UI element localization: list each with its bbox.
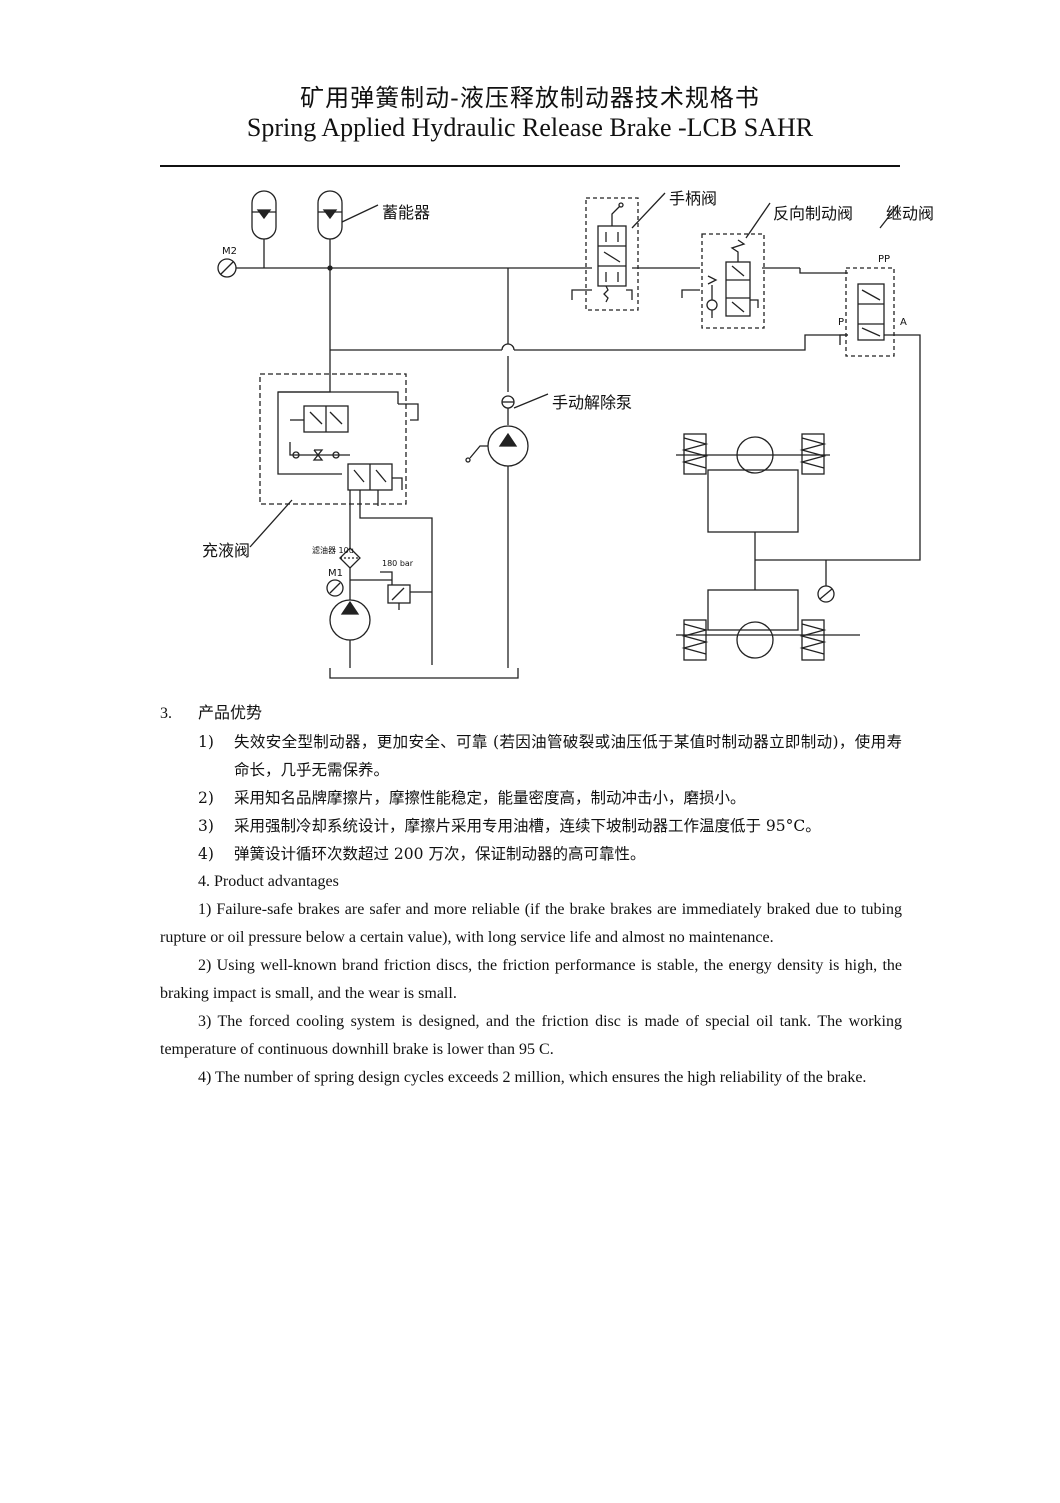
filter-label: 滤油器 10u xyxy=(312,545,354,555)
section-number: 3. xyxy=(160,705,172,722)
gauge-m1 xyxy=(326,579,344,597)
handle-valve xyxy=(571,197,639,311)
return-line xyxy=(329,268,848,392)
section-heading-en: 4. Product advantages xyxy=(198,873,339,890)
item-text: 采用知名品牌摩擦片，摩擦性能稳定，能量密度高，制动冲击小，磨损小。 xyxy=(234,789,746,807)
item-text: 弹簧设计循环次数超过 200 万次，保证制动器的高可靠性。 xyxy=(234,845,646,863)
relief-pressure-label: 180 bar xyxy=(382,559,414,568)
item-number: 1) xyxy=(198,733,214,751)
reverse-brake-valve-label: 反向制动阀 xyxy=(773,204,853,223)
filter xyxy=(339,547,361,600)
item-number: 3) xyxy=(198,817,214,835)
list-item: 4) 弹簧设计循环次数超过 200 万次，保证制动器的高可靠性。 xyxy=(160,840,902,868)
tank xyxy=(329,668,519,679)
paragraph: 3) The forced cooling system is designed… xyxy=(160,1013,902,1058)
paragraph: 1) Failure-safe brakes are safer and mor… xyxy=(160,901,902,946)
manual-release-pump xyxy=(465,395,529,668)
content-section: 3. 产品优势 1) 失效安全型制动器，更加安全、可靠 (若因油管破裂或油压低于… xyxy=(160,700,902,1092)
reverse-brake-valve xyxy=(681,233,765,329)
port-a-label: A xyxy=(900,317,907,328)
accumulator-2 xyxy=(317,190,343,271)
item-text: 采用强制冷却系统设计，摩擦片采用专用油槽，连续下坡制动器工作温度低于 95°C。 xyxy=(234,817,821,835)
main-pressure-line xyxy=(236,267,848,274)
gauge-m1-label: M1 xyxy=(328,568,343,579)
section-title: 产品优势 xyxy=(198,705,263,722)
accumulator-label: 蓄能器 xyxy=(382,203,430,222)
list-item: 2) 采用知名品牌摩擦片，摩擦性能稳定，能量密度高，制动冲击小，磨损小。 xyxy=(160,784,902,812)
paragraph: 4) The number of spring design cycles ex… xyxy=(198,1069,867,1086)
relay-valve-leader xyxy=(879,204,899,229)
port-pp-label: PP xyxy=(878,254,890,265)
gauge-m2 xyxy=(217,258,237,278)
item-number: 2) xyxy=(198,789,214,807)
gauge-m2-label: M2 xyxy=(222,246,237,257)
relay-valve-label: 继动阀 xyxy=(886,204,934,223)
page-title-en: Spring Applied Hydraulic Release Brake -… xyxy=(246,113,814,142)
supply-line xyxy=(349,490,433,665)
charging-valve-label: 充液阀 xyxy=(202,541,250,560)
reverse-valve-leader xyxy=(745,202,771,239)
relief-valve xyxy=(350,571,432,610)
list-item: 3) 采用强制冷却系统设计，摩擦片采用专用油槽，连续下坡制动器工作温度低于 95… xyxy=(160,812,902,840)
page-title-cn: 矿用弹簧制动-液压释放制动器技术规格书 xyxy=(300,84,760,112)
item-number: 4) xyxy=(198,845,214,863)
section-heading-cn: 3. 产品优势 xyxy=(160,700,902,728)
manual-release-pump-label: 手动解除泵 xyxy=(552,393,632,412)
vehicle-chassis xyxy=(676,433,888,661)
charging-valve-leader xyxy=(249,499,293,548)
handle-valve-label: 手柄阀 xyxy=(669,189,717,208)
accumulator-1 xyxy=(251,190,277,268)
handle-valve-leader xyxy=(631,192,666,229)
pump-leader xyxy=(513,393,549,409)
paragraph: 2) Using well-known brand friction discs… xyxy=(160,957,902,1002)
title-divider xyxy=(160,165,900,167)
item-text: 失效安全型制动器，更加安全、可靠 (若因油管破裂或油压低于某值时制动器立即制动)… xyxy=(234,733,902,779)
accumulator-leader xyxy=(341,204,379,223)
list-item: 1) 失效安全型制动器，更加安全、可靠 (若因油管破裂或油压低于某值时制动器立即… xyxy=(160,728,902,784)
main-pump xyxy=(329,599,371,668)
charging-valve xyxy=(259,372,419,506)
port-p-label: P xyxy=(838,317,844,328)
relay-valve xyxy=(839,267,921,561)
hydraulic-circuit-diagram: 蓄能器 M2 手柄阀 xyxy=(202,189,934,679)
